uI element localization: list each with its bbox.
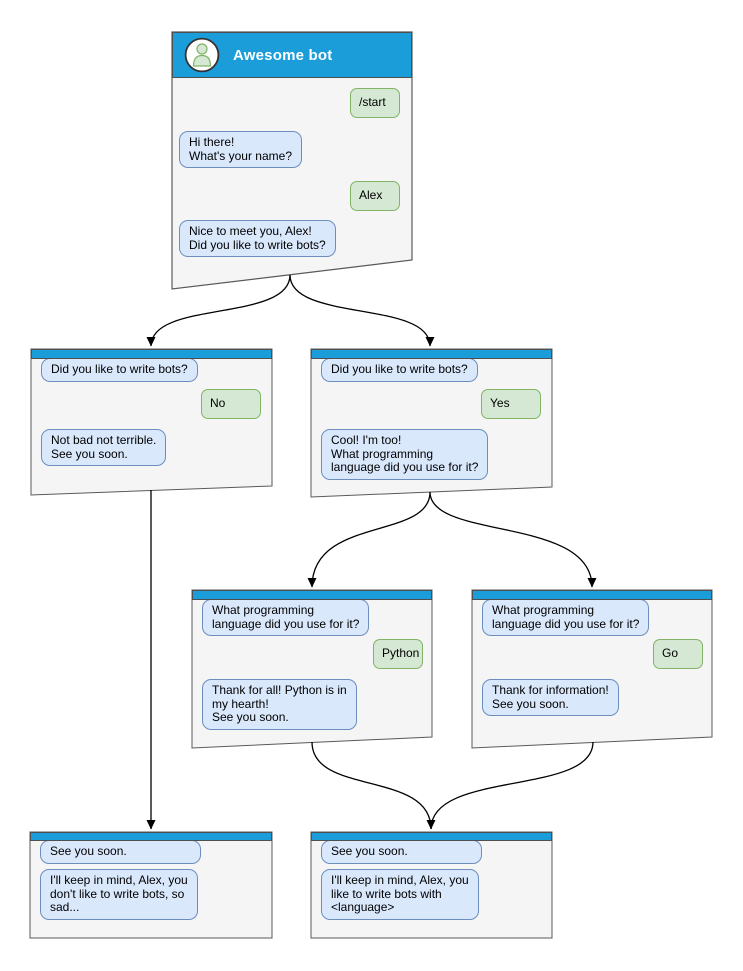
root-card-header: Awesome bot	[172, 32, 412, 78]
bot-reply-bubble: Thank for information! See you soon.	[482, 679, 619, 716]
bot-question-bubble: Did you like to write bots?	[41, 358, 198, 382]
user-message-bubble: Alex	[350, 181, 400, 211]
bot-name-title: Awesome bot	[233, 46, 333, 64]
bot-reply-bubble: I'll keep in mind, Alex, you don't like …	[40, 869, 198, 920]
bot-question-bubble: Did you like to write bots?	[321, 358, 478, 382]
bot-reply-bubble: Thank for all! Python is in my hearth! S…	[202, 679, 357, 730]
go-card-header-bar	[472, 590, 712, 600]
arrow-start-to-no	[146, 274, 291, 347]
arrow-python-to-end	[311, 741, 436, 830]
end-yes-card-header-bar	[311, 832, 552, 841]
bot-message-bubble: See you soon.	[321, 840, 482, 864]
bot-question-bubble: What programming language did you use fo…	[202, 599, 370, 636]
arrow-go-to-end	[430, 741, 594, 830]
user-answer-bubble: No	[201, 389, 261, 419]
end-no-card-header-bar	[30, 832, 272, 841]
user-answer-bubble: Yes	[481, 389, 541, 419]
bot-message-bubble: Nice to meet you, Alex! Did you like to …	[179, 220, 336, 257]
user-answer-bubble: Go	[653, 639, 703, 669]
bot-reply-bubble: Not bad not terrible. See you soon.	[41, 429, 167, 466]
bot-message-bubble: See you soon.	[40, 840, 201, 864]
user-answer-bubble: Python	[373, 639, 423, 669]
bot-avatar-icon	[184, 37, 220, 73]
bot-reply-bubble: Cool! I'm too! What programming language…	[321, 429, 489, 480]
arrow-yes-to-python	[307, 491, 431, 588]
arrow-start-to-yes	[289, 274, 435, 347]
arrow-yes-to-go	[429, 491, 597, 588]
user-message-bubble: /start	[350, 88, 400, 118]
yes-card-header-bar	[311, 349, 552, 359]
bot-question-bubble: What programming language did you use fo…	[482, 599, 650, 636]
no-card-header-bar	[31, 349, 272, 359]
bot-reply-bubble: I'll keep in mind, Alex, you like to wri…	[321, 869, 479, 920]
bot-message-bubble: Hi there! What's your name?	[179, 131, 303, 168]
python-card-header-bar	[192, 590, 432, 600]
